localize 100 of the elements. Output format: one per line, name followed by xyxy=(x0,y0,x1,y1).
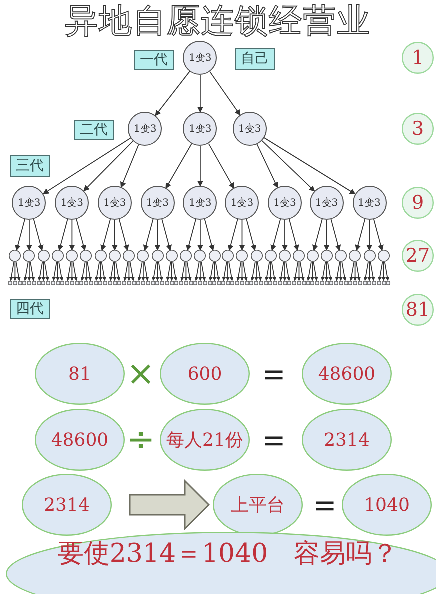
arrow xyxy=(76,218,86,252)
member-circle xyxy=(164,280,170,286)
member-circle xyxy=(66,250,78,262)
arrow xyxy=(313,261,318,282)
member-circle xyxy=(70,280,74,286)
member-circle xyxy=(334,280,339,286)
member-circle xyxy=(27,280,32,286)
member-circle xyxy=(249,280,254,286)
number-ellipse: 1040 xyxy=(342,474,432,536)
arrow xyxy=(138,261,143,282)
member-circle xyxy=(84,280,89,286)
arrow xyxy=(144,261,150,282)
arrow xyxy=(69,220,76,251)
member-circle xyxy=(98,280,103,286)
block-arrow xyxy=(129,479,210,531)
member-circle xyxy=(306,250,319,262)
member-circle xyxy=(364,250,376,262)
generation-label-box: 一代 xyxy=(134,50,174,70)
generation-label-box: 自己 xyxy=(235,48,275,70)
member-circle xyxy=(315,280,320,286)
arrow xyxy=(143,218,154,252)
arrow xyxy=(324,220,330,251)
arrow xyxy=(339,262,344,282)
member-circle xyxy=(180,250,192,262)
arrow xyxy=(215,261,220,282)
member-circle xyxy=(141,280,146,286)
number-ellipse: 每人21份 xyxy=(160,409,250,471)
arrow xyxy=(212,262,217,282)
member-circle: 1变3 xyxy=(268,186,302,220)
member-circle xyxy=(310,280,315,286)
arrow xyxy=(72,261,78,282)
arrow xyxy=(33,218,44,252)
arrow xyxy=(240,262,244,282)
arrow xyxy=(198,262,202,282)
arrow xyxy=(270,218,282,252)
number-ellipse: 81 xyxy=(35,343,125,405)
arrow xyxy=(254,262,258,282)
member-circle xyxy=(198,280,203,286)
member-circle xyxy=(208,250,221,262)
member-circle xyxy=(348,280,353,286)
member-circle xyxy=(302,280,306,286)
member-circle xyxy=(155,280,160,286)
member-circle xyxy=(36,280,42,286)
arrow xyxy=(366,220,373,251)
arrow xyxy=(84,262,88,282)
arrow xyxy=(265,261,270,282)
number-ellipse: 2314 xyxy=(302,409,392,471)
member-circle xyxy=(32,280,36,286)
arrow xyxy=(283,262,287,282)
arrow xyxy=(324,262,329,282)
member-circle xyxy=(240,280,245,286)
arrow xyxy=(378,261,384,282)
member-circle xyxy=(296,280,302,286)
member-circle xyxy=(74,280,80,286)
member-circle xyxy=(79,280,84,286)
member-circle xyxy=(220,280,226,286)
arrow xyxy=(158,261,164,282)
arrow xyxy=(312,218,323,252)
member-circle xyxy=(50,280,56,286)
member-circle xyxy=(8,280,13,286)
member-circle xyxy=(88,280,94,286)
member-circle xyxy=(338,280,344,286)
arrow xyxy=(101,261,106,282)
arrow xyxy=(152,261,158,282)
arrow xyxy=(208,261,214,282)
arrow xyxy=(112,220,118,251)
member-circle xyxy=(378,250,390,262)
arrow xyxy=(197,146,204,187)
member-circle xyxy=(292,280,297,286)
arrow xyxy=(141,262,146,282)
arrow xyxy=(228,218,238,252)
member-circle xyxy=(184,280,188,286)
member-circle: 1变3 xyxy=(140,186,175,220)
member-circle xyxy=(126,280,132,286)
member-circle xyxy=(188,280,194,286)
arrow xyxy=(120,144,140,188)
arrow xyxy=(239,220,246,251)
arrow xyxy=(123,261,129,282)
member-circle xyxy=(41,280,46,286)
arrow xyxy=(162,218,172,252)
member-circle: 1变3 xyxy=(183,186,218,220)
arrow xyxy=(42,138,132,194)
arrow xyxy=(186,218,196,252)
member-circle xyxy=(222,250,234,262)
member-circle xyxy=(268,280,274,286)
member-circle xyxy=(358,280,362,286)
arrow xyxy=(355,218,366,252)
member-circle xyxy=(212,280,217,286)
member-circle xyxy=(166,250,178,262)
arrow xyxy=(180,261,186,282)
arrow xyxy=(208,143,234,190)
member-circle xyxy=(132,280,136,286)
member-circle xyxy=(287,280,292,286)
operator-sign: ÷ xyxy=(126,423,156,457)
arrow xyxy=(24,261,29,282)
title: 异地自愿连锁经营业 xyxy=(64,0,372,42)
member-circle xyxy=(160,280,165,286)
generation-label-box: 二代 xyxy=(74,120,114,140)
arrow xyxy=(70,262,74,282)
member-circle xyxy=(293,250,306,262)
